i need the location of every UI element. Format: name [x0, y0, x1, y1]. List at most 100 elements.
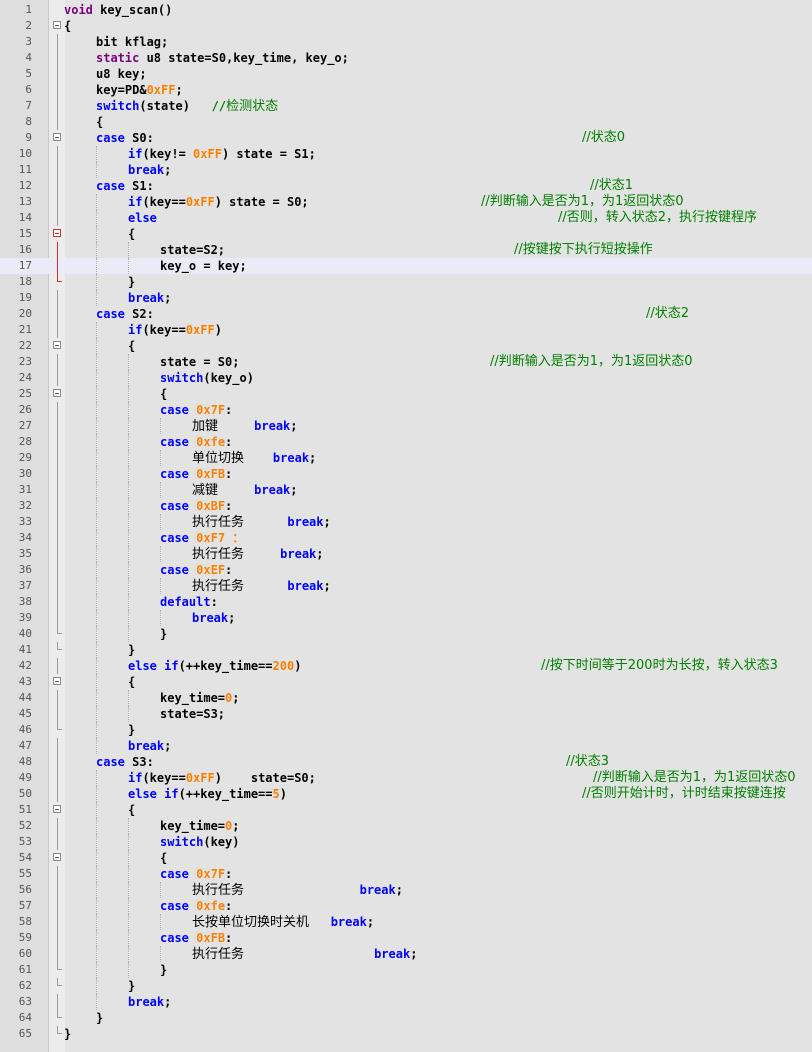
code-line[interactable]: 25{ — [0, 386, 812, 402]
code-line[interactable]: 62} — [0, 978, 812, 994]
indent-guide — [128, 882, 129, 898]
code-line[interactable]: 8{ — [0, 114, 812, 130]
code-line[interactable]: 41} — [0, 642, 812, 658]
code-line[interactable]: 51{ — [0, 802, 812, 818]
code-text: if(key==0xFF) state = S0; — [128, 194, 309, 210]
code-line[interactable]: 46} — [0, 722, 812, 738]
code-line[interactable]: 43{ — [0, 674, 812, 690]
indent-guide — [96, 242, 97, 258]
code-line[interactable]: 65} — [0, 1026, 812, 1042]
fold-toggle-icon[interactable] — [53, 133, 61, 141]
code-comment: //状态2 — [646, 306, 690, 321]
line-number: 14 — [18, 211, 32, 224]
code-token: case — [160, 499, 189, 513]
fold-line — [57, 754, 58, 770]
line-number: 53 — [18, 835, 32, 848]
line-number: 60 — [18, 947, 32, 960]
fold-toggle-icon[interactable] — [53, 853, 61, 861]
fold-toggle-icon[interactable] — [53, 805, 61, 813]
fold-line — [57, 898, 58, 914]
fold-toggle-icon[interactable] — [53, 229, 61, 237]
code-token: } — [160, 963, 168, 977]
fold-toggle-icon[interactable] — [53, 341, 61, 349]
code-line[interactable]: 54{ — [0, 850, 812, 866]
code-line[interactable]: 61} — [0, 962, 812, 978]
indent-guide — [128, 594, 129, 610]
fold-line — [57, 578, 58, 594]
code-token: case — [160, 931, 189, 945]
indent-guide — [96, 354, 97, 370]
fold-toggle-icon[interactable] — [53, 389, 61, 397]
fold-line — [57, 322, 58, 338]
code-line[interactable]: 40} — [0, 626, 812, 642]
fold-toggle-icon[interactable] — [53, 677, 61, 685]
code-line[interactable]: 64} — [0, 1010, 812, 1026]
fold-end-marker — [57, 642, 62, 650]
code-text: { — [128, 674, 135, 690]
indent-guide — [128, 706, 129, 722]
code-line[interactable]: 15{ — [0, 226, 812, 242]
code-token: else if — [128, 787, 179, 801]
code-text: if(key!= 0xFF) state = S1; — [128, 146, 316, 162]
indent-guide — [96, 386, 97, 402]
code-line[interactable]: 2{ — [0, 18, 812, 34]
code-text: bit kflag; — [96, 34, 168, 50]
fold-toggle-icon[interactable] — [53, 21, 61, 29]
code-comment: //判断输入是否为1，为1返回状态0 — [593, 770, 796, 785]
indent-guide — [96, 722, 97, 738]
code-line[interactable]: 18} — [0, 274, 812, 290]
code-line[interactable]: 22{ — [0, 338, 812, 354]
line-number: 50 — [18, 787, 32, 800]
